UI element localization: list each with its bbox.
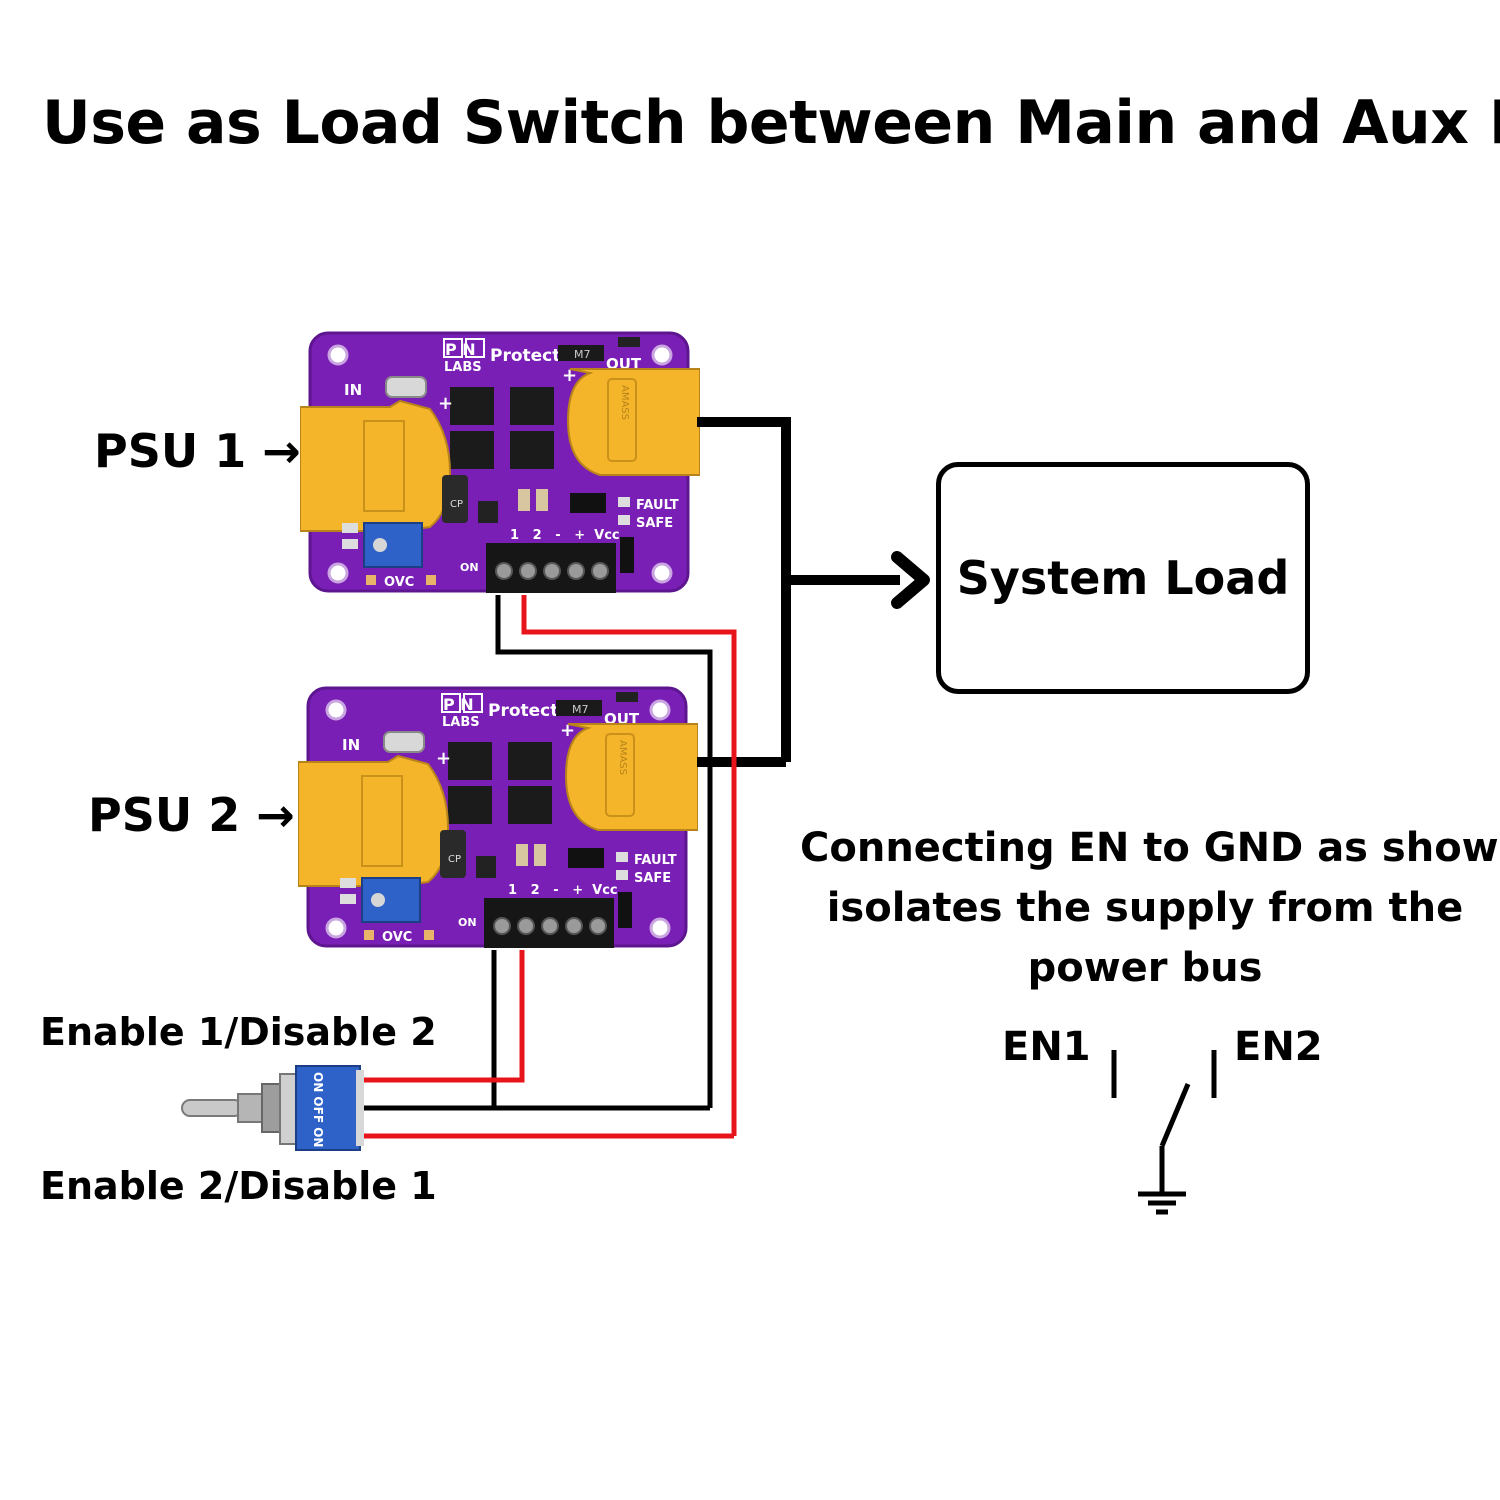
en1-label: EN1 bbox=[1002, 1024, 1091, 1070]
toggle-bottom-label: Enable 2/Disable 1 bbox=[40, 1164, 437, 1208]
psu2-label: PSU 2 → bbox=[88, 788, 295, 842]
toggle-switch[interactable]: ON OFF ON bbox=[181, 1065, 364, 1151]
brand-labs: LABS bbox=[444, 360, 482, 375]
toggle-body-text: ON OFF ON bbox=[311, 1072, 325, 1147]
brand-logo: P N bbox=[445, 340, 476, 359]
brand-logo: P N bbox=[443, 695, 474, 714]
pin-labels: 1 2 - + Vcc bbox=[510, 528, 620, 543]
system-load-label: System Load bbox=[956, 551, 1290, 605]
ovc-label: OVC bbox=[382, 930, 412, 945]
fault-label: FAULT bbox=[634, 853, 677, 868]
board1-gnd-wire bbox=[495, 595, 713, 1108]
svg-text:+: + bbox=[436, 748, 451, 769]
page-title: Use as Load Switch between Main and Aux … bbox=[42, 88, 1500, 158]
fault-label: FAULT bbox=[636, 498, 679, 513]
psu1-label: PSU 1 → bbox=[94, 424, 301, 478]
product-name: Protect bbox=[490, 346, 560, 366]
en-ground-switch-symbol bbox=[1111, 1050, 1217, 1215]
board1-en-wire bbox=[521, 595, 737, 1136]
system-load-box: System Load bbox=[936, 462, 1310, 694]
ovc-label: OVC bbox=[384, 575, 414, 590]
bus-wire-board1 bbox=[697, 417, 791, 762]
toggle-top-label: Enable 1/Disable 2 bbox=[40, 1010, 437, 1054]
on-label: ON bbox=[460, 561, 479, 574]
in-label: IN bbox=[342, 736, 360, 754]
svg-text:+: + bbox=[438, 393, 453, 414]
on-label: ON bbox=[458, 916, 477, 929]
note-line: Connecting EN to GND as shown bbox=[800, 825, 1500, 871]
protect-board-2: P N LABS Protect M7 OUT IN + + AMASS CP … bbox=[298, 686, 698, 948]
in-label: IN bbox=[344, 381, 362, 399]
product-name: Protect bbox=[488, 701, 558, 721]
bus-arrow-head bbox=[891, 551, 930, 609]
brand-labs: LABS bbox=[442, 715, 480, 730]
board2-en-wire bbox=[364, 950, 525, 1083]
note-line: power bus bbox=[1027, 945, 1263, 991]
connector-mark: AMASS bbox=[619, 385, 630, 420]
cap-mark: CP bbox=[450, 499, 463, 510]
isolation-note: Connecting EN to GND as shown isolates t… bbox=[800, 818, 1500, 998]
safe-label: SAFE bbox=[634, 871, 671, 886]
en2-label: EN2 bbox=[1234, 1024, 1323, 1070]
part-mark: M7 bbox=[572, 703, 589, 716]
connector-mark: AMASS bbox=[617, 740, 628, 775]
safe-label: SAFE bbox=[636, 516, 673, 531]
note-line: isolates the supply from the bbox=[826, 885, 1464, 931]
pin-labels: 1 2 - + Vcc bbox=[508, 883, 618, 898]
cap-mark: CP bbox=[448, 854, 461, 865]
protect-board-1: P N LABS Protect M7 OUT IN + + AMASS CP … bbox=[300, 331, 700, 593]
part-mark: M7 bbox=[574, 348, 591, 361]
